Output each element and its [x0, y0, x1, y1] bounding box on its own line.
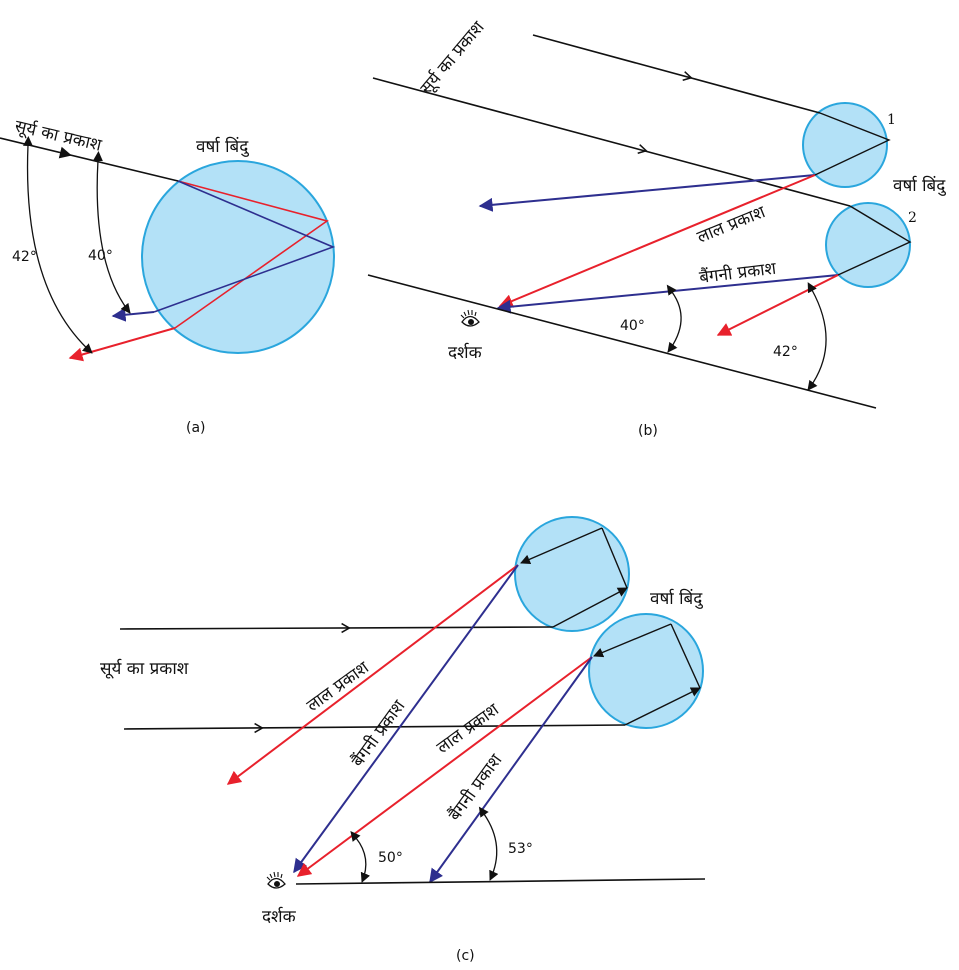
panel-c-lower-red-ray	[296, 656, 593, 877]
panel-b-raindrop-1	[802, 102, 888, 188]
panel-b-drop-label: वर्षा बिंदु	[893, 175, 946, 196]
panel-b-sunlight-ray-1	[532, 34, 821, 114]
panel-b-angle-42-label: 42°	[773, 344, 798, 360]
panel-b-drop-2-red-ray	[716, 274, 839, 336]
panel-c-observer-eye-icon	[266, 871, 286, 889]
panel-c-raindrop-lower	[588, 613, 704, 729]
panel-c-drop-label: वर्षा बिंदु	[650, 588, 703, 609]
panel-b-drop-1-internal-ray	[814, 112, 891, 176]
panel-a-violet-exit-ray	[111, 307, 155, 322]
panel-b-drop-1-number: 1	[887, 112, 896, 128]
panel-c-angle-arc-53	[478, 806, 499, 881]
panel-b-observer-eye-icon	[460, 309, 480, 327]
panel-c-upper-internal-3	[520, 527, 603, 565]
panel-b-angle-40-label: 40°	[620, 318, 645, 334]
panel-c-lower-internal-1	[624, 687, 701, 726]
panel-b: सूर्य का प्रकाश 1 2 वर्षा बिंदु लाल प्रक…	[367, 17, 946, 439]
panel-c-lower-violet-ray	[429, 656, 593, 884]
panel-a-red-exit-ray	[68, 327, 176, 362]
panel-b-angle-arc-40	[666, 284, 682, 353]
panel-a-raindrop	[141, 160, 335, 354]
panel-a-drop-label: वर्षा बिंदु	[196, 136, 249, 157]
panel-c-upper-violet-ray	[293, 564, 519, 874]
panel-b-angle-arc-42	[807, 282, 827, 391]
panel-a-violet-internal	[153, 180, 336, 313]
panel-c: सूर्य का प्रकाश वर्षा बिंदु लाल प्रकाश ब…	[100, 516, 706, 964]
panel-c-violet-light-label-1: बैंगनी प्रकाश	[347, 696, 410, 771]
panel-c-red-light-label-1: लाल प्रकाश	[303, 658, 373, 716]
panel-b-caption: (b)	[638, 423, 658, 439]
panel-c-lower-internal-2	[670, 623, 701, 689]
panel-c-sunlight-label: सूर्य का प्रकाश	[100, 658, 189, 679]
panel-c-upper-internal-1	[552, 587, 628, 628]
panel-a: सूर्य का प्रकाश वर्षा बिंदु 42° 40° (a)	[0, 115, 336, 436]
panel-a-red-internal	[174, 180, 329, 329]
panel-c-ground-line	[295, 878, 706, 885]
panel-b-raindrop-2	[825, 202, 911, 288]
panel-c-raindrop-upper	[514, 516, 630, 632]
panel-b-drop-1-violet-ray	[478, 174, 816, 212]
panel-c-observer-label: दर्शक	[262, 906, 297, 927]
panel-b-violet-light-label: बैंगनी प्रकाश	[698, 258, 778, 288]
panel-a-caption: (a)	[186, 420, 206, 436]
panel-c-angle-53-label: 53°	[508, 841, 533, 857]
panel-b-drop-1-red-ray	[498, 174, 816, 308]
panel-c-angle-arc-50	[350, 830, 371, 883]
panel-c-lower-internal-3	[593, 623, 672, 658]
panel-a-angle-arc-42	[22, 136, 93, 354]
panel-b-sunlight-label: सूर्य का प्रकाश	[416, 17, 489, 98]
panel-c-sunlight-ray-1	[119, 626, 554, 630]
panel-b-ground-line	[367, 274, 877, 409]
panel-a-sunlight-label: सूर्य का प्रकाश	[13, 115, 104, 155]
panel-c-upper-red-ray	[226, 564, 519, 785]
panel-b-observer-label: दर्शक	[448, 342, 483, 363]
panel-b-drop-2-number: 2	[908, 210, 917, 226]
panel-a-angle-42-label: 42°	[12, 249, 37, 265]
panel-c-angle-50-label: 50°	[378, 850, 403, 866]
panel-a-angle-40-label: 40°	[88, 248, 113, 264]
panel-c-caption: (c)	[456, 948, 475, 964]
panel-b-sunlight-ray-2	[372, 77, 851, 207]
panel-a-angle-arc-40	[92, 151, 131, 314]
panel-b-drop-2-violet-ray	[496, 274, 839, 314]
panel-b-drop-2-internal-ray	[837, 205, 912, 276]
panel-c-upper-internal-2	[601, 527, 628, 589]
